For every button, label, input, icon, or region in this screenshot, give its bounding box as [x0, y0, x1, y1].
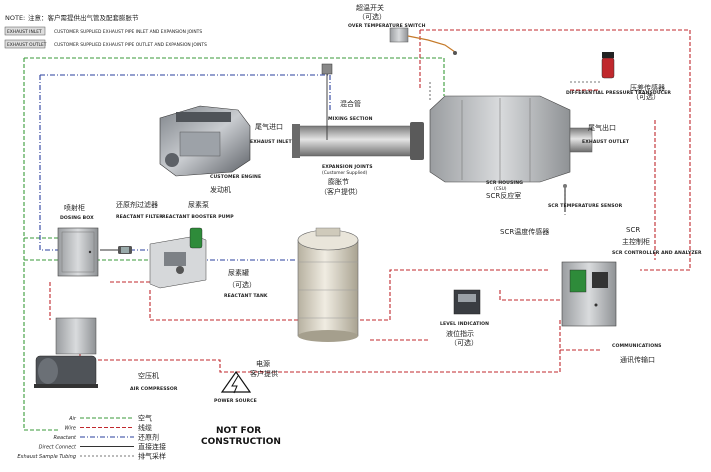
level-label-en: LEVEL INDICATION [440, 321, 489, 327]
not-for-construction: NOT FOR CONSTRUCTION [201, 426, 281, 447]
notes-title-zh: 注意：客户需提供出气管及配套膨胀节 [28, 13, 139, 22]
controller-label-zh1: SCR [626, 226, 640, 234]
filter-label-zh: 还原剂过滤器 [116, 200, 158, 209]
mixing-label-zh: 混合管 [340, 99, 361, 108]
diff-pressure-en: DIFFERENTIAL PRESSURE TRANSDUCER [566, 90, 671, 96]
tank-label-opt: （可选） [228, 280, 256, 289]
exhaust-outlet-label-en: EXHAUST OUTLET [582, 139, 630, 145]
wire-line-bottom [79, 290, 600, 373]
exhaust-inlet-badge-text: EXHAUST INLET [7, 29, 42, 35]
level-indication: LEVEL INDICATION 液位指示 （可选） [440, 289, 489, 347]
tank-label-en: REACTANT TANK [224, 293, 268, 299]
exhaust-outlet-badge-text: EXHAUST OUTLET [7, 42, 47, 48]
air-compressor: 空压机 AIR COMPRESSOR [34, 317, 178, 392]
over-temp-label-opt: （可选） [358, 12, 386, 21]
reactant-booster-pump: 尿素泵 REACTANT BOOSTER PUMP [149, 200, 234, 289]
expansion-joints-label: EXPANSION JOINTS (Customer Supplied) 膨胀节… [320, 164, 373, 196]
power-source: 电源 客户提供 POWER SOURCE [214, 359, 278, 404]
legend-label-en: Wire [65, 425, 76, 431]
exhaust-outlet-label-zh: 尾气出口 [588, 123, 616, 132]
level-label-zh: 液位指示 [446, 329, 474, 338]
expansion-en2: (Customer Supplied) [322, 170, 368, 176]
legend: Air 空气 Wire 线缆 Reactant 还原剂 Direct Connect 直接连接… [17, 413, 166, 460]
exhaust-outlet-note: CUSTOMER SUPPLIED EXHAUST PIPE OUTLET AN… [54, 42, 207, 48]
dosing-label-en: DOSING BOX [60, 215, 94, 221]
legend-label-zh: 直接连接 [138, 442, 166, 451]
scr-temperature-sensor: SCR TEMPERATURE SENSOR SCR温度传感器 [500, 184, 623, 236]
engine-label-zh: 发动机 [210, 185, 231, 194]
exhaust-outlet-badge [4, 39, 46, 49]
legend-label-en: Direct Connect [39, 444, 77, 450]
filter-label-en: REACTANT FILTER [116, 214, 163, 220]
comm-label-zh: 通讯传输口 [620, 355, 655, 364]
diff-pressure-opt: （可选） [632, 92, 660, 101]
scr-controller: SCR 主控制柜 SCR CONTROLLER AND ANALYZER [561, 226, 702, 327]
scr-housing-zh: SCR反应室 [486, 191, 521, 200]
dosing-label-zh: 喷射柜 [64, 203, 85, 212]
scr-housing-en2: (CSU) [494, 186, 507, 192]
scr-temp-en: SCR TEMPERATURE SENSOR [548, 203, 623, 209]
reactant-filter: 还原剂过滤器 REACTANT FILTER [116, 200, 163, 254]
legend-label-en: Exhaust Sample Tubing [17, 454, 76, 460]
wire-line-left [49, 281, 170, 320]
reactant-line [39, 74, 331, 261]
engine-label-en: CUSTOMER ENGINE [210, 174, 261, 180]
air-label-zh: 空压机 [138, 371, 159, 380]
nfc-line1: NOT FOR [216, 426, 261, 436]
differential-pressure-transducer: 压差传感器 （可选） DIFFERENTIAL PRESSURE TRANSDU… [566, 52, 671, 101]
mixing-label-en: MIXING SECTION [328, 116, 373, 122]
customer-engine: CUSTOMER ENGINE 发动机 [159, 105, 261, 194]
notes-title: NOTE: [5, 14, 25, 22]
communications: COMMUNICATIONS 通讯传输口 [612, 343, 662, 364]
expansion-zh: 膨胀节 [328, 177, 349, 186]
wire-line-mid [149, 269, 550, 321]
wire-line-right [640, 120, 691, 271]
dosing-box: 喷射柜 DOSING BOX [57, 203, 99, 277]
power-label-zh1: 电源 [256, 359, 270, 368]
scr-temp-zh: SCR温度传感器 [500, 227, 549, 236]
pump-label-zh: 尿素泵 [188, 200, 209, 209]
nfc-line2: CONSTRUCTION [201, 437, 281, 447]
legend-label-en: Reactant [53, 435, 77, 441]
expansion-en: EXPANSION JOINTS [322, 164, 373, 170]
power-label-en: POWER SOURCE [214, 398, 257, 404]
diff-pressure-zh: 压差传感器 [630, 83, 665, 92]
over-temp-label-zh: 超温开关 [356, 3, 384, 12]
scr-housing-en: SCR HOUSING [486, 180, 523, 186]
exhaust-inlet-note: CUSTOMER SUPPLIED EXHAUST PIPE INLET AND… [54, 29, 202, 35]
tank-label-zh: 尿素罐 [228, 268, 249, 277]
expansion-zh2: （客户提供） [320, 187, 362, 196]
legend-label-zh: 还原剂 [138, 432, 159, 441]
controller-label-en: SCR CONTROLLER AND ANALYZER [612, 250, 702, 256]
scr-housing: SCR HOUSING (CSU) SCR反应室 尾气出口 EXHAUST OU… [429, 95, 630, 200]
legend-label-zh: 排气采样 [138, 451, 166, 460]
notes-block: NOTE: 注意：客户需提供出气管及配套膨胀节 EXHAUST INLET CU… [4, 13, 207, 49]
over-temp-label-en: OVER TEMPERATURE SWITCH [348, 23, 426, 29]
level-label-opt: （可选） [450, 338, 478, 347]
reactant-tank: 尿素罐 （可选） REACTANT TANK [224, 227, 359, 342]
pump-label-en: REACTANT BOOSTER PUMP [162, 214, 234, 220]
connection-lines [23, 29, 691, 431]
legend-label-en: Air [68, 416, 77, 422]
mixing-section: 混合管 MIXING SECTION 尾气进口 EXHAUST INLET [250, 63, 424, 160]
exhaust-inlet-badge [4, 26, 46, 36]
power-label-zh2: 客户提供 [250, 369, 278, 378]
exhaust-inlet-label-zh: 尾气进口 [255, 122, 283, 131]
air-label-en: AIR COMPRESSOR [130, 386, 178, 392]
exhaust-inlet-label-en: EXHAUST INLET [250, 139, 293, 145]
controller-label-zh2: 主控制柜 [622, 237, 650, 246]
over-temperature-switch: 超温开关 （可选） OVER TEMPERATURE SWITCH [348, 3, 457, 55]
air-line [23, 57, 445, 431]
legend-label-zh: 空气 [138, 413, 152, 422]
wire-line-top [419, 29, 691, 120]
comm-label-en: COMMUNICATIONS [612, 343, 662, 349]
legend-label-zh: 线缆 [138, 423, 152, 432]
